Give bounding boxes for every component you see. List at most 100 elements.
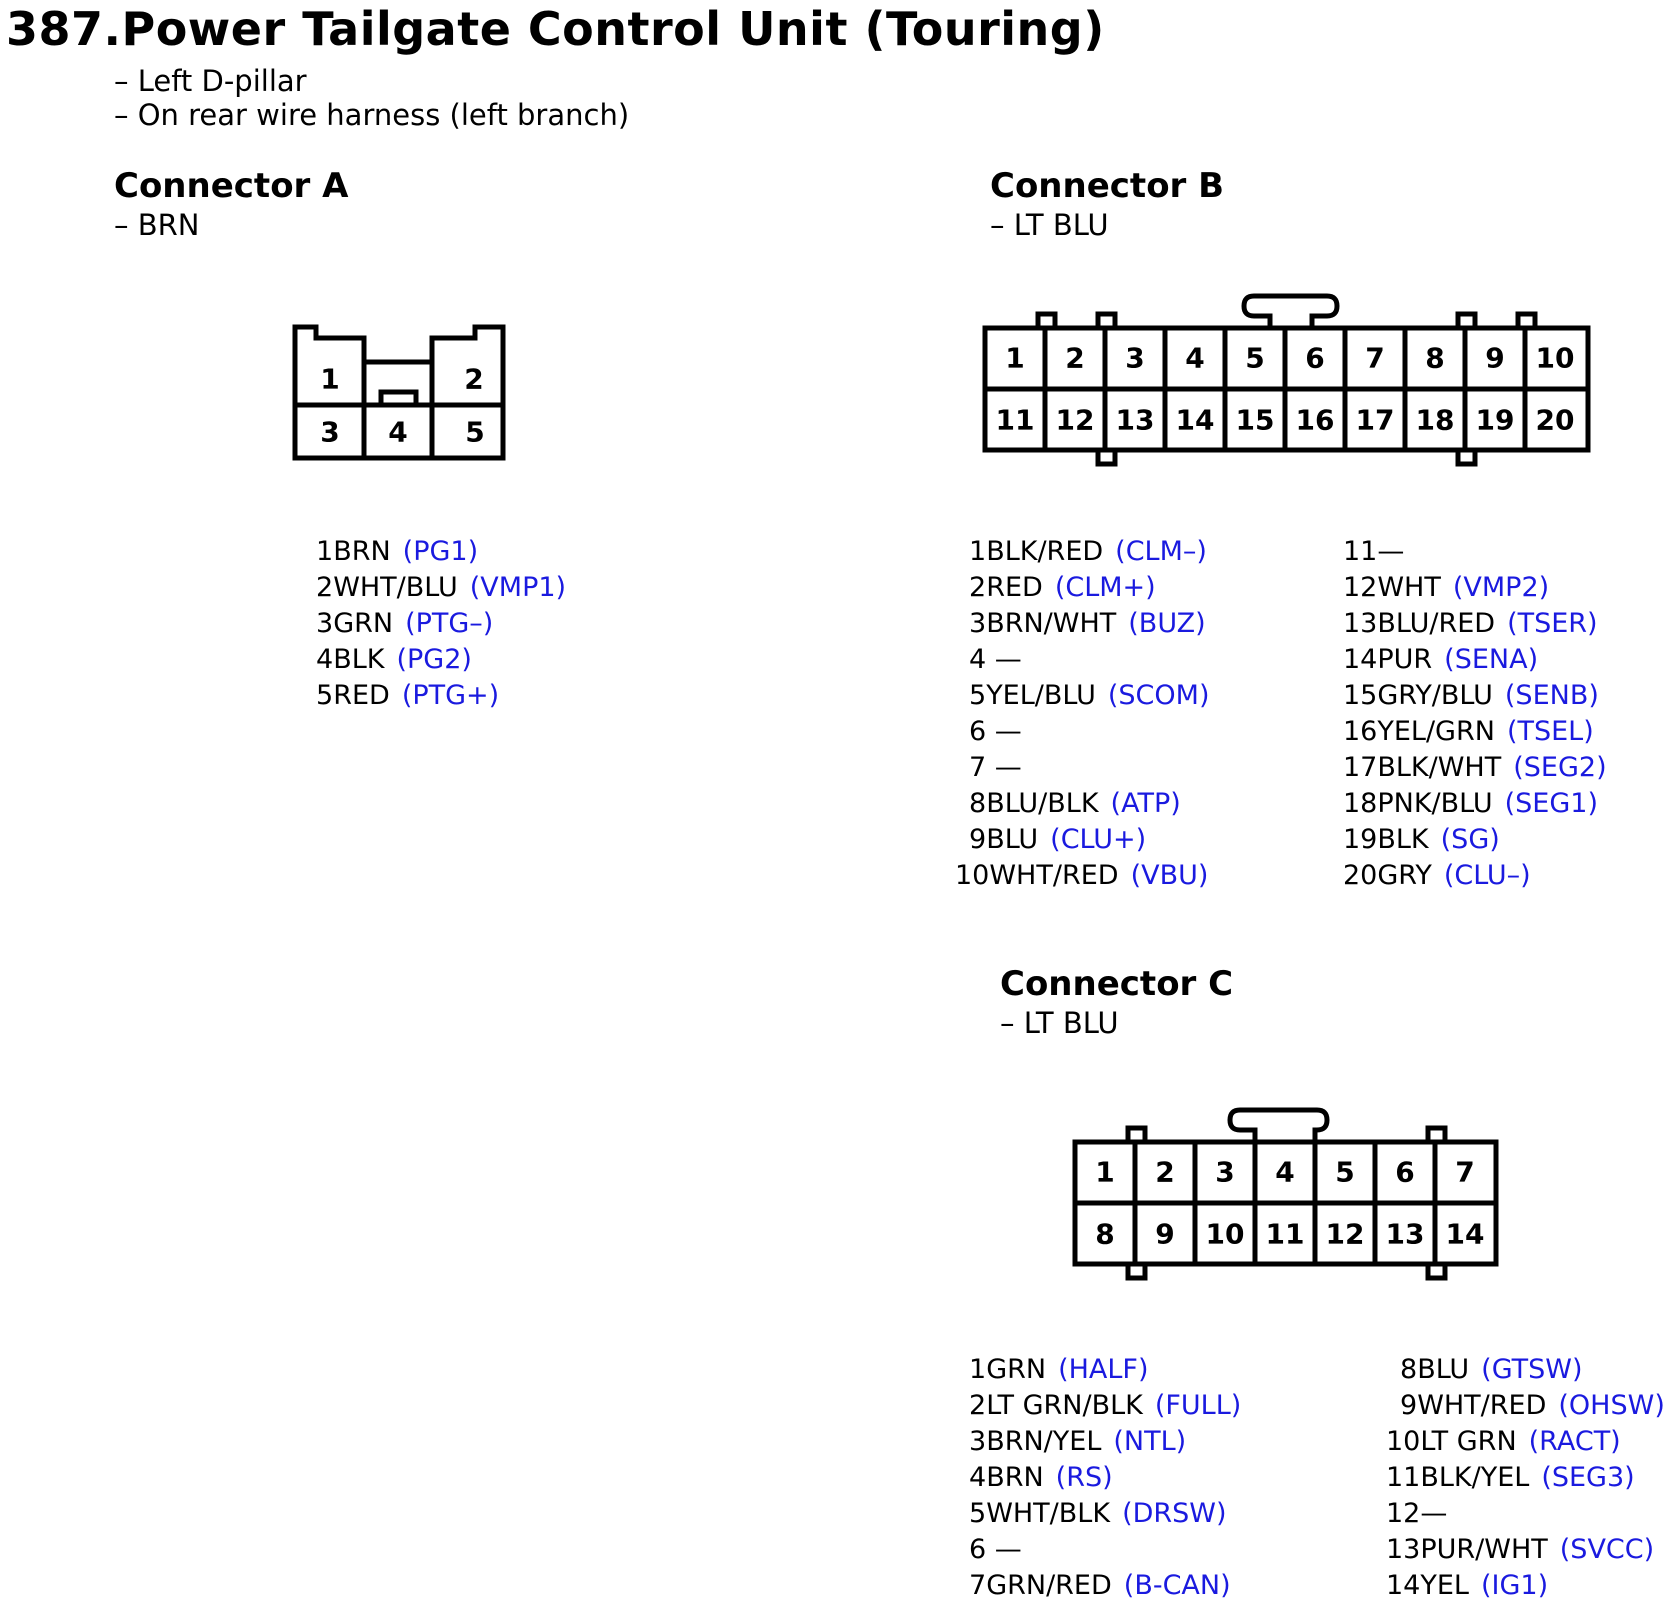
pin-row: 5RED(PTG+) (316, 680, 500, 711)
cavity-label: 9 (1485, 342, 1504, 375)
connector-a-heading: Connector A (114, 166, 349, 206)
connector-c-tab (1425, 1125, 1448, 1142)
pin-row: 1BLK/RED(CLM–) (969, 536, 1207, 567)
connector-a-diagram: 1 2 3 4 5 (292, 324, 506, 461)
connector-a-key (378, 389, 419, 405)
pin-row: 9BLU(CLU+) (969, 824, 1147, 855)
connector-b-tab (1095, 311, 1118, 328)
pin-row: 13BLU/RED(TSER) (1343, 608, 1598, 639)
cavity-label: 4 (388, 416, 407, 449)
pin-row: 5WHT/BLK(DRSW) (969, 1498, 1227, 1529)
pin-row: 9WHT/RED(OHSW) (1400, 1390, 1665, 1421)
cavity-label: 17 (1356, 404, 1395, 437)
pin-row: 1GRN(HALF) (969, 1354, 1149, 1385)
cavity-label: 6 (1395, 1156, 1414, 1189)
pin-row: 12WHT(VMP2) (1343, 572, 1550, 603)
pin-row: 17BLK/WHT(SEG2) (1343, 752, 1607, 783)
cavity-label: 19 (1476, 404, 1515, 437)
cavity-label: 8 (1095, 1218, 1114, 1251)
connector-c-latch (1227, 1107, 1330, 1142)
pin-row: 4 — (969, 644, 1022, 675)
pin-row: 14YEL(IG1) (1386, 1570, 1549, 1601)
pin-row: 8BLU/BLK(ATP) (969, 788, 1181, 819)
pin-row: 7GRN/RED(B-CAN) (969, 1570, 1231, 1601)
pin-row: 6 — (969, 1534, 1022, 1565)
cavity-label: 13 (1116, 404, 1155, 437)
cavity-label: 9 (1155, 1218, 1174, 1251)
cavity-label: 1 (1005, 342, 1024, 375)
pin-row: 15GRY/BLU(SENB) (1343, 680, 1599, 711)
cavity-label: 14 (1446, 1218, 1485, 1251)
pin-row: 5YEL/BLU(SCOM) (969, 680, 1210, 711)
cavity-label: 1 (1095, 1156, 1114, 1189)
pin-row: 14PUR(SENA) (1343, 644, 1539, 675)
cavity-label: 11 (996, 404, 1035, 437)
cavity-label: 15 (1236, 404, 1275, 437)
connector-c-tab (1125, 1125, 1148, 1142)
cavity-label: 10 (1536, 342, 1575, 375)
cavity-label: 8 (1425, 342, 1444, 375)
connector-c-pin-list-right: 8BLU(GTSW) 9WHT/RED(OHSW) 10LT GRN(RACT)… (1386, 1352, 1665, 1604)
cavity-label: 1 (320, 363, 339, 396)
cavity-label: 7 (1365, 342, 1384, 375)
cavity-label: 3 (320, 416, 339, 449)
cavity-label: 18 (1416, 404, 1455, 437)
connector-c-color: – LT BLU (1000, 1006, 1119, 1040)
cavity-label: 16 (1296, 404, 1335, 437)
cavity-label: 11 (1266, 1218, 1305, 1251)
connector-a-housing (292, 324, 506, 461)
connector-b-color: – LT BLU (990, 208, 1109, 242)
pin-row: 4BRN(RS) (969, 1462, 1113, 1493)
pin-row: 20GRY(CLU–) (1343, 860, 1531, 891)
pin-row: 10LT GRN(RACT) (1386, 1426, 1621, 1457)
pin-row: 2RED(CLM+) (969, 572, 1156, 603)
pin-row: 3BRN/WHT(BUZ) (969, 608, 1206, 639)
cavity-label: 5 (1245, 342, 1264, 375)
cavity-label: 2 (1155, 1156, 1174, 1189)
connector-b-tab (1095, 450, 1118, 467)
connector-a-pin-list: 1BRN(PG1) 2WHT/BLU(VMP1) 3GRN(PTG–) 4BLK… (316, 534, 566, 714)
cavity-label: 3 (1125, 342, 1144, 375)
cavity-label: 13 (1386, 1218, 1425, 1251)
connector-b-heading: Connector B (990, 166, 1225, 206)
page-title: 387.Power Tailgate Control Unit (Touring… (6, 2, 1105, 56)
cavity-label: 12 (1326, 1218, 1365, 1251)
pin-row: 2LT GRN/BLK(FULL) (969, 1390, 1242, 1421)
cavity-label: 5 (1335, 1156, 1354, 1189)
connector-c-tab (1425, 1264, 1448, 1281)
pin-row: 19BLK(SG) (1343, 824, 1500, 855)
cavity-label: 20 (1536, 404, 1575, 437)
pin-row: 1BRN(PG1) (316, 536, 479, 567)
connector-c-pin-list-left: 1GRN(HALF) 2LT GRN/BLK(FULL) 3BRN/YEL(NT… (969, 1352, 1241, 1604)
pin-row: 4BLK(PG2) (316, 644, 472, 675)
cavity-label: 7 (1455, 1156, 1474, 1189)
pin-row: 2WHT/BLU(VMP1) (316, 572, 567, 603)
pin-row: 3GRN(PTG–) (316, 608, 494, 639)
connector-a-color: – BRN (114, 208, 200, 242)
cavity-label: 5 (465, 416, 484, 449)
pin-row: 6 — (969, 716, 1022, 747)
pin-row: 3BRN/YEL(NTL) (969, 1426, 1187, 1457)
connector-b-pin-list-right: 11— 12WHT(VMP2) 13BLU/RED(TSER) 14PUR(SE… (1343, 534, 1607, 894)
pin-row: 11BLK/YEL(SEG3) (1386, 1462, 1635, 1493)
cavity-label: 2 (1065, 342, 1084, 375)
cavity-label: 4 (1185, 342, 1204, 375)
connector-b-tab (1455, 311, 1478, 328)
cavity-label: 12 (1056, 404, 1095, 437)
pin-row: 16YEL/GRN(TSEL) (1343, 716, 1594, 747)
cavity-label: 10 (1206, 1218, 1245, 1251)
cavity-label: 6 (1305, 342, 1324, 375)
pin-row: 7 — (969, 752, 1022, 783)
pin-row: 11— (1343, 536, 1405, 567)
pin-row: 13PUR/WHT(SVCC) (1386, 1534, 1655, 1565)
cavity-label: 3 (1215, 1156, 1234, 1189)
connector-b-tab (1455, 450, 1478, 467)
connector-b-tab (1515, 311, 1538, 328)
connector-b-tab (1035, 311, 1058, 328)
connector-b-pin-list-left: 1BLK/RED(CLM–) 2RED(CLM+) 3BRN/WHT(BUZ) … (955, 534, 1209, 894)
cavity-label: 4 (1275, 1156, 1294, 1189)
